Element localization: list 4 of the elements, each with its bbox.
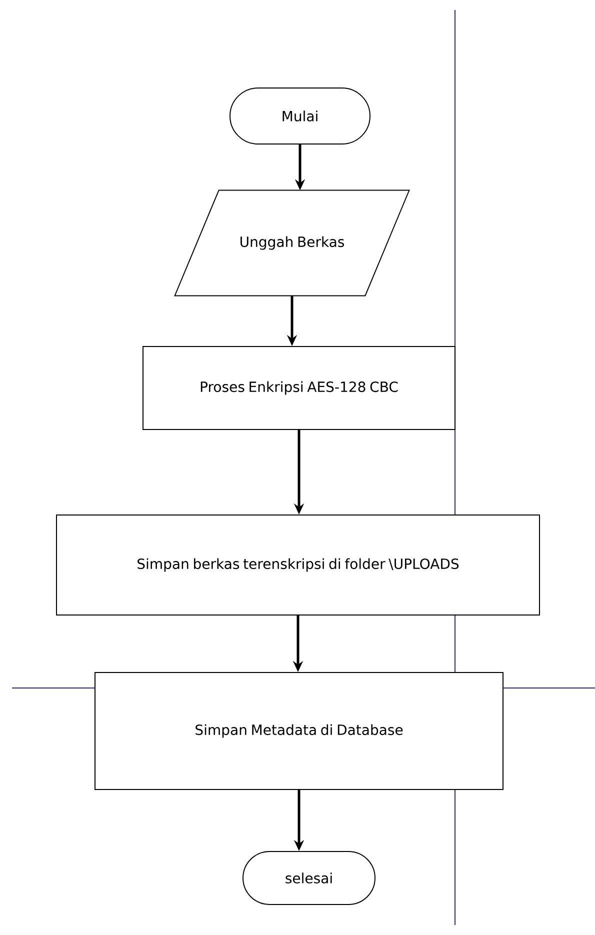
process-box: Simpan Metadata di Database — [94, 672, 504, 790]
process-box: Proses Enkripsi AES-128 CBC — [142, 346, 456, 430]
process-box: Simpan berkas terenskripsi di folder \UPLOADS — [56, 514, 540, 616]
input-parallelogram: Unggah Berkas — [174, 190, 410, 296]
